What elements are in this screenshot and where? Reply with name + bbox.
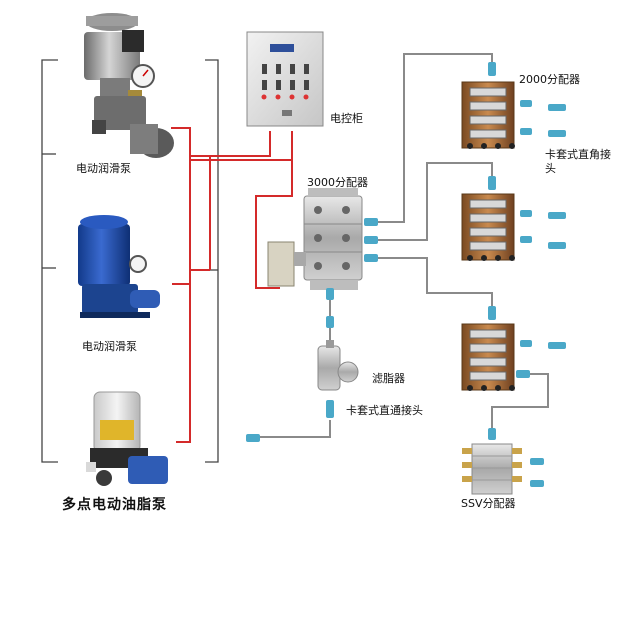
- pump2-label: 电动润滑泵: [82, 340, 137, 353]
- distributor-3000-icon: [303, 188, 363, 290]
- control-cabinet-label: 电控柜: [330, 112, 363, 125]
- distributor-2000-top: [461, 81, 566, 149]
- straight-connector-label: 卡套式直通接头: [346, 404, 423, 417]
- blue-pump-icon: [78, 215, 160, 318]
- pump3-label: 多点电动油脂泵: [62, 497, 167, 513]
- distributor-2000-bottom: [461, 323, 566, 391]
- valve-icon: [267, 241, 306, 287]
- supply-lines: [171, 127, 293, 443]
- distributor-2000-label: 2000分配器: [519, 73, 580, 86]
- distributor-2000-middle: [461, 193, 566, 261]
- distributor-3000-label: 3000分配器: [307, 176, 368, 189]
- ssv-distributor-icon: [462, 443, 544, 495]
- filter-icon: [317, 340, 359, 391]
- connectors: [246, 62, 530, 442]
- elbow-connector-label: 卡套式直角接头: [545, 148, 611, 175]
- grease-pump-icon: [86, 391, 168, 486]
- ssv-distributor-label: SSV分配器: [461, 497, 516, 510]
- gear-pump-icon: [84, 13, 174, 158]
- control-cabinet-icon: [246, 31, 324, 127]
- pump1-label: 电动润滑泵: [76, 162, 131, 175]
- filter-label: 滤脂器: [372, 372, 405, 385]
